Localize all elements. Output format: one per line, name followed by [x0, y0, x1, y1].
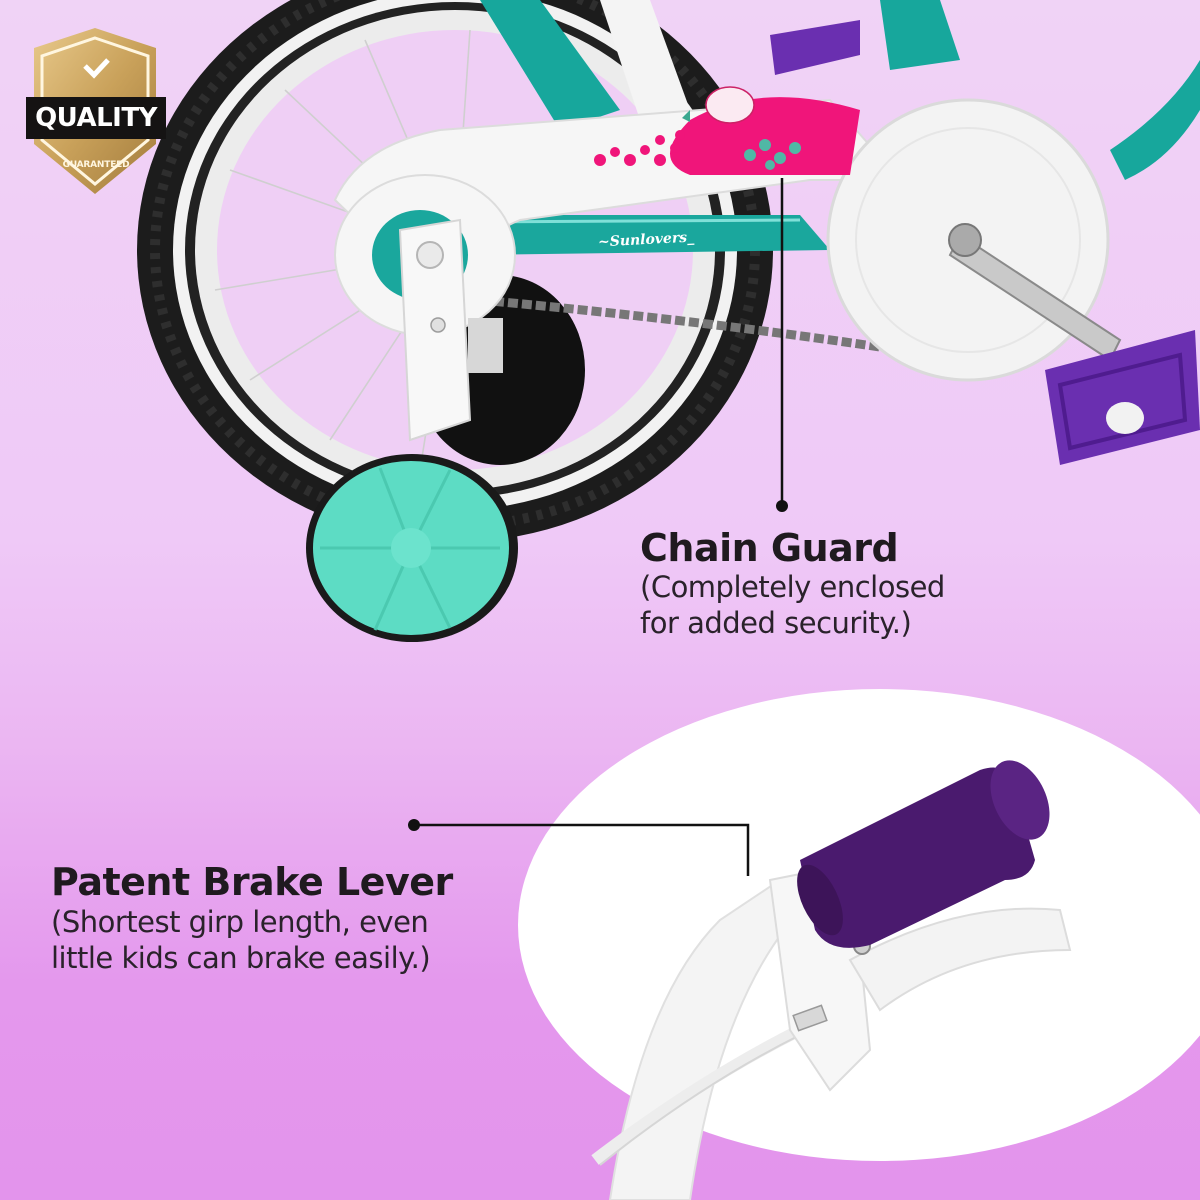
quality-guaranteed-badge: QUALITY GUARANTEED — [24, 26, 166, 196]
badge-subtitle: GUARANTEED — [62, 160, 130, 170]
training-wheel — [306, 454, 518, 642]
chain-guard-leader-line — [776, 178, 788, 512]
brake-lever-inset — [518, 689, 1200, 1200]
brake-lever-description: (Shortest girp length, even little kids … — [51, 905, 431, 975]
chain-guard-title: Chain Guard — [640, 526, 899, 570]
pedal — [1045, 330, 1200, 465]
brake-lever-leader-line — [408, 819, 750, 876]
checkmark-icon — [83, 58, 110, 79]
chain-guard-description: (Completely enclosed for added security.… — [640, 570, 945, 640]
badge-title: QUALITY — [26, 97, 166, 139]
brake-lever-title: Patent Brake Lever — [51, 860, 453, 904]
